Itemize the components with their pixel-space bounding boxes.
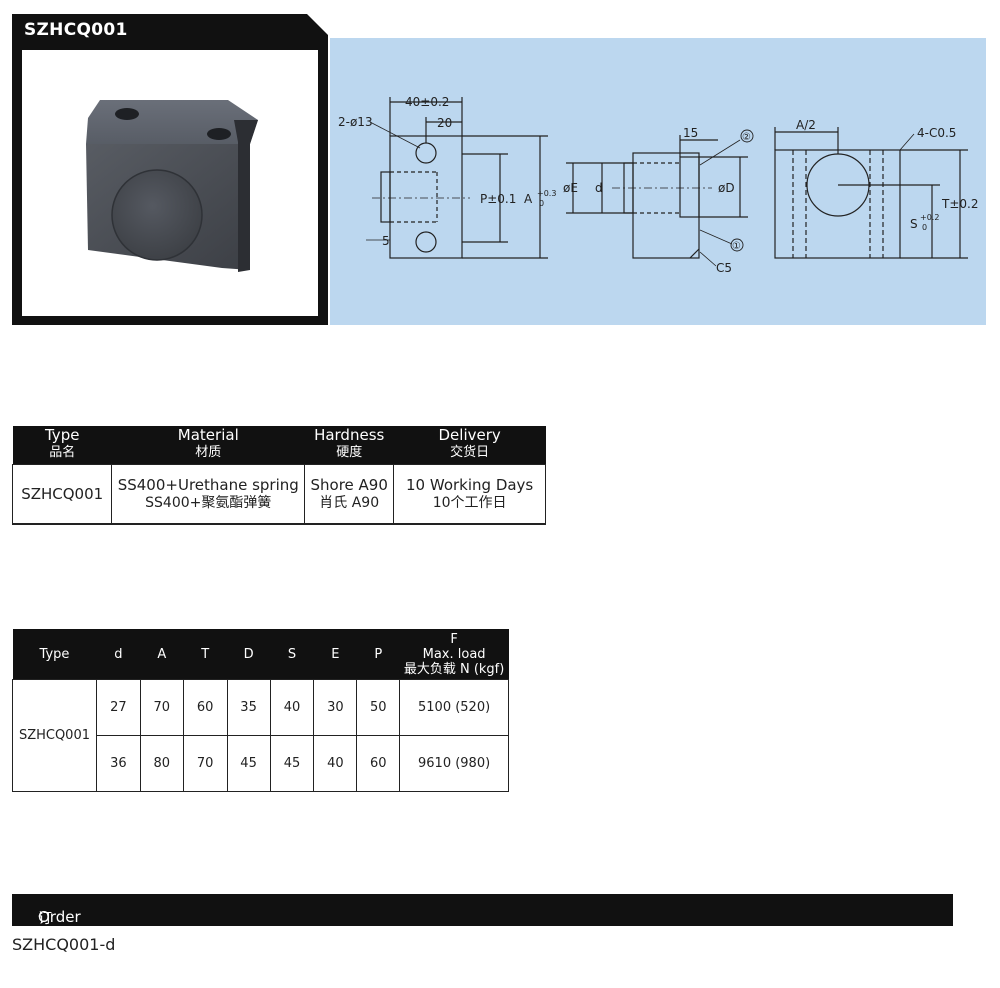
- cell-s: 45: [269, 735, 315, 792]
- dim-s-tol-upper: +0.2: [920, 213, 939, 222]
- dim-a-tol-lower: 0: [539, 199, 544, 208]
- cell-d: 36: [95, 735, 141, 792]
- dims-header-type: Type: [12, 629, 97, 680]
- dims-header-p: P: [356, 629, 400, 680]
- dim-e: øE: [563, 181, 578, 195]
- dim-chamfer: C5: [716, 261, 732, 275]
- cell-e: 40: [313, 735, 358, 792]
- cell-max-load: 9610 (980): [399, 735, 509, 792]
- cell-a: 70: [139, 679, 184, 736]
- dim-s-tol-lower: 0: [922, 223, 927, 232]
- dims-header-t: T: [183, 629, 228, 680]
- dims-type-cell: SZHCQ001: [12, 679, 97, 792]
- dims-header-d-upper: D: [227, 629, 271, 680]
- dimensions-table: Type d A T D S E P F Max. load 最大负载 N (k…: [12, 629, 509, 792]
- technical-drawing: 40±0.2 20 2-ø13 P±0.1 A +0.3 0 5 15 øE d…: [338, 95, 978, 275]
- cell-d-upper: 35: [226, 679, 271, 736]
- cell-max-load: 5100 (520): [399, 679, 509, 736]
- callout-2: ②: [742, 132, 751, 143]
- cell-a: 80: [139, 735, 184, 792]
- dim-t: T±0.2: [941, 197, 978, 211]
- callout-1: ①: [732, 241, 741, 252]
- dim-chamfer4: 4-C0.5: [917, 126, 956, 140]
- dim-holes: 2-ø13: [338, 115, 373, 129]
- table-row: 36 80 70 45 45 40 60 9610 (980): [13, 735, 509, 792]
- technical-drawing-panel: 40±0.2 20 2-ø13 P±0.1 A +0.3 0 5 15 øE d…: [330, 38, 986, 325]
- dim-bore: øD: [718, 181, 735, 195]
- order-example-bar: Order Ex. 订购范例: [12, 894, 953, 987]
- product-title: SZHCQ001: [24, 20, 128, 40]
- dim-half-a: A/2: [796, 118, 816, 132]
- dim-edge: 5: [382, 234, 390, 248]
- dim-p: P±0.1: [480, 192, 516, 206]
- dim-s: S: [910, 217, 918, 231]
- dim-width: 40±0.2: [405, 95, 449, 109]
- spec-type-cell: SZHCQ001: [11, 464, 113, 525]
- dims-header-e: E: [313, 629, 357, 680]
- dim-a-tol-upper: +0.3: [537, 189, 556, 198]
- cell-t: 70: [182, 735, 228, 792]
- order-example-label: Order Ex. 订购范例: [38, 908, 81, 987]
- cell-t: 60: [182, 679, 228, 736]
- dim-a: A: [524, 192, 533, 206]
- dims-header-d: d: [96, 629, 141, 680]
- cell-p: 60: [356, 735, 401, 792]
- cell-s: 40: [269, 679, 315, 736]
- cell-d-upper: 45: [226, 735, 271, 792]
- cell-e: 30: [313, 679, 358, 736]
- dims-header-max-load: F Max. load 最大负载 N (kgf): [399, 629, 509, 680]
- dims-header-a: A: [140, 629, 184, 680]
- dim-side-length: 15: [683, 126, 698, 140]
- cell-p: 50: [356, 679, 401, 736]
- block-image: [86, 100, 258, 272]
- table-row: SZHCQ001 27 70 60 35 40 30 50 5100 (520): [12, 679, 509, 792]
- dims-header-s: S: [270, 629, 314, 680]
- dims-header-row: Type d A T D S E P F Max. load 最大负载 N (k…: [12, 629, 509, 680]
- order-example-value: SZHCQ001-d: [12, 935, 116, 954]
- product-photo: [22, 50, 318, 316]
- dim-half: 20: [437, 116, 452, 130]
- dim-d: d: [595, 181, 603, 195]
- cell-d: 27: [95, 679, 141, 736]
